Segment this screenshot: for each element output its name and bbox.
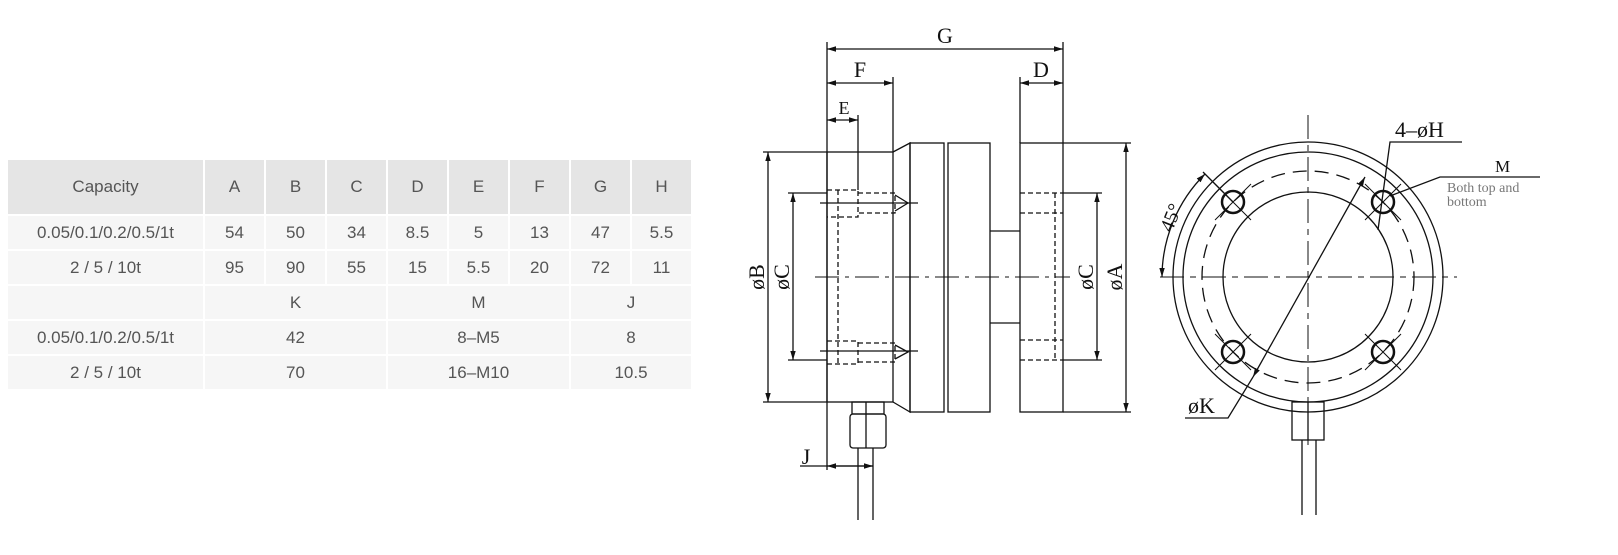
- header-cell: A: [205, 160, 264, 214]
- top-view-labels: 4–øH M Both top and bottom 45° øK: [1156, 117, 1519, 418]
- header-cell: M: [388, 286, 569, 319]
- table-cell: 70: [205, 356, 386, 389]
- table-cell: 72: [571, 251, 630, 284]
- table-cell: 2 / 5 / 10t: [8, 251, 203, 284]
- table-cell: 15: [388, 251, 447, 284]
- table-row: 0.05/0.1/0.2/0.5/1t 54 50 34 8.5 5 13 47…: [8, 216, 691, 249]
- table-cell: 55: [327, 251, 386, 284]
- table-header-row: Capacity A B C D E F G H: [8, 160, 691, 214]
- table-subheader-row: K M J: [8, 286, 691, 319]
- label-phi-a: øA: [1102, 263, 1127, 290]
- header-cell: Capacity: [8, 160, 203, 214]
- header-cell: K: [205, 286, 386, 319]
- side-view: [763, 42, 1131, 520]
- label-phi-c-left: øC: [769, 264, 794, 290]
- label-phi-c-right: øC: [1073, 264, 1098, 290]
- label-e: E: [839, 98, 850, 118]
- table-row: 2 / 5 / 10t 70 16–M10 10.5: [8, 356, 691, 389]
- header-cell: H: [632, 160, 691, 214]
- top-view: [1159, 115, 1540, 515]
- table-cell: 16–M10: [388, 356, 569, 389]
- table-cell: 90: [266, 251, 325, 284]
- header-cell: E: [449, 160, 508, 214]
- table-cell: 2 / 5 / 10t: [8, 356, 203, 389]
- header-cell: B: [266, 160, 325, 214]
- table-row: 2 / 5 / 10t 95 90 55 15 5.5 20 72 11: [8, 251, 691, 284]
- label-f: F: [854, 57, 866, 82]
- table-cell: 8: [571, 321, 691, 354]
- label-g: G: [937, 23, 953, 48]
- label-phi-b: øB: [744, 264, 769, 290]
- header-cell: C: [327, 160, 386, 214]
- table-cell: 54: [205, 216, 264, 249]
- note-line-1: Both top and: [1447, 181, 1519, 196]
- table-cell: 0.05/0.1/0.2/0.5/1t: [8, 321, 203, 354]
- label-holes: 4–øH: [1395, 117, 1444, 142]
- table-cell: 5.5: [449, 251, 508, 284]
- header-cell: J: [571, 286, 691, 319]
- table-cell: 42: [205, 321, 386, 354]
- table-cell: [8, 286, 203, 319]
- table-cell: 5.5: [632, 216, 691, 249]
- label-j: J: [802, 444, 811, 469]
- table-cell: 11: [632, 251, 691, 284]
- table-cell: 0.05/0.1/0.2/0.5/1t: [8, 216, 203, 249]
- header-cell: D: [388, 160, 447, 214]
- table-cell: 50: [266, 216, 325, 249]
- table-cell: 47: [571, 216, 630, 249]
- side-view-labels: G F D E J øB øC øC øA: [744, 23, 1127, 469]
- header-cell: F: [510, 160, 569, 214]
- table-cell: 13: [510, 216, 569, 249]
- label-phi-k: øK: [1188, 393, 1215, 418]
- table-cell: 8–M5: [388, 321, 569, 354]
- table-cell: 34: [327, 216, 386, 249]
- label-m: M: [1495, 157, 1510, 176]
- label-angle: 45°: [1156, 201, 1187, 235]
- table-cell: 20: [510, 251, 569, 284]
- header-cell: G: [571, 160, 630, 214]
- table-cell: 10.5: [571, 356, 691, 389]
- table-row: 0.05/0.1/0.2/0.5/1t 42 8–M5 8: [8, 321, 691, 354]
- label-d: D: [1033, 57, 1049, 82]
- note-line-2: bottom: [1447, 195, 1487, 210]
- table-cell: 5: [449, 216, 508, 249]
- table-cell: 95: [205, 251, 264, 284]
- table-cell: 8.5: [388, 216, 447, 249]
- dimensions-table: Capacity A B C D E F G H 0.05/0.1/0.2/0.…: [6, 158, 693, 391]
